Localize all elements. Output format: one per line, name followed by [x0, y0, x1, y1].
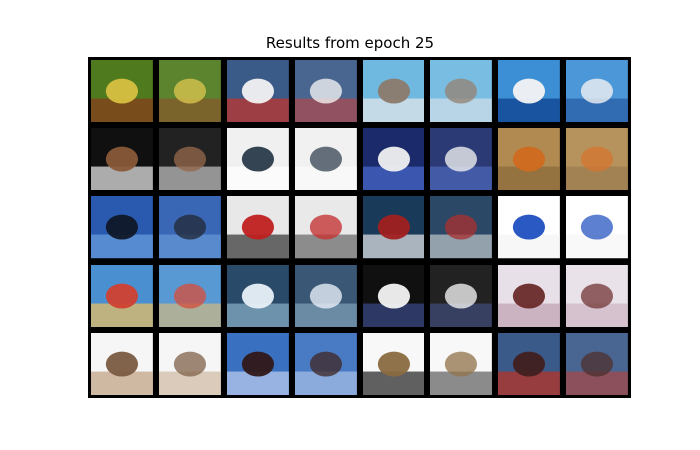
- reconstructed-image-tile: [430, 128, 493, 191]
- reconstructed-image-tile: [158, 196, 221, 259]
- reconstructed-image-tile: [566, 196, 628, 259]
- original-image-tile: [91, 60, 153, 123]
- reconstructed-image-tile: [566, 60, 628, 123]
- original-image-tile: [498, 264, 561, 327]
- original-image-tile: [91, 196, 153, 259]
- reconstructed-image-tile: [430, 60, 493, 123]
- reconstructed-image-tile: [294, 128, 357, 191]
- reconstructed-image-tile: [294, 332, 357, 395]
- original-image-tile: [226, 332, 289, 395]
- reconstructed-image-tile: [294, 264, 357, 327]
- reconstructed-image-tile: [158, 332, 221, 395]
- reconstructed-image-tile: [158, 60, 221, 123]
- original-image-tile: [498, 332, 561, 395]
- figure-title: Results from epoch 25: [265, 34, 435, 52]
- reconstructed-image-tile: [294, 60, 357, 123]
- reconstructed-image-tile: [430, 196, 493, 259]
- original-image-tile: [91, 332, 153, 395]
- original-image-tile: [362, 60, 425, 123]
- reconstructed-image-tile: [566, 264, 628, 327]
- reconstructed-image-tile: [566, 332, 628, 395]
- original-image-tile: [362, 332, 425, 395]
- original-image-tile: [362, 264, 425, 327]
- original-image-tile: [226, 196, 289, 259]
- original-image-tile: [226, 264, 289, 327]
- original-image-tile: [362, 128, 425, 191]
- original-image-tile: [226, 128, 289, 191]
- reconstructed-image-tile: [294, 196, 357, 259]
- original-image-tile: [498, 128, 561, 191]
- image-grid: [88, 57, 631, 398]
- original-image-tile: [498, 196, 561, 259]
- original-image-tile: [91, 264, 153, 327]
- original-image-tile: [362, 196, 425, 259]
- reconstructed-image-tile: [430, 332, 493, 395]
- reconstructed-image-tile: [430, 264, 493, 327]
- original-image-tile: [91, 128, 153, 191]
- original-image-tile: [498, 60, 561, 123]
- reconstructed-image-tile: [158, 128, 221, 191]
- reconstructed-image-tile: [566, 128, 628, 191]
- reconstructed-image-tile: [158, 264, 221, 327]
- original-image-tile: [226, 60, 289, 123]
